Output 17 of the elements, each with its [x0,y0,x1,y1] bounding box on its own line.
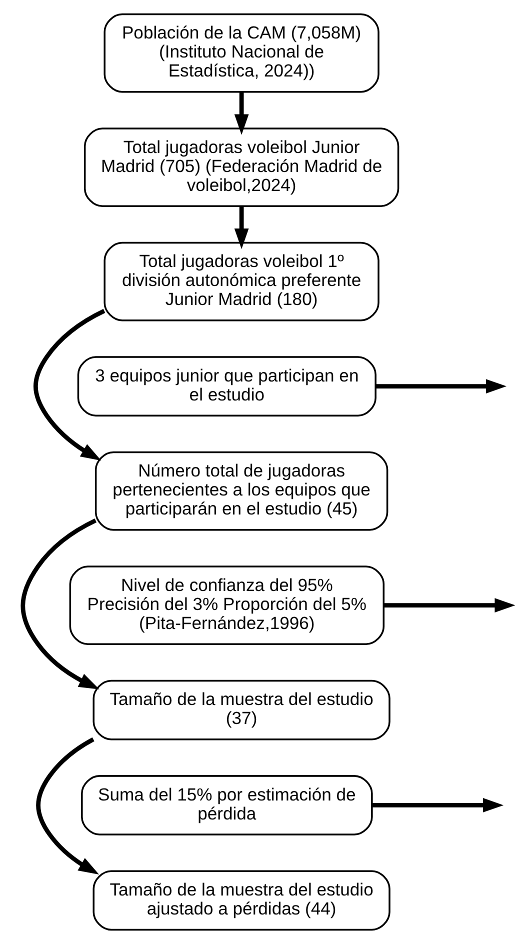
node-box: 3 equipos junior que participan en el estudio [76,356,376,416]
arrow [234,92,248,135]
node-box: Total jugadoras voleibol 1º división autonómica preferente Junior Madrid (180) [103,242,379,322]
node-box: Nivel de confianza del 95% Precisión del 3% Proporción del 5% (Pita-Fernández,1996) [68,566,384,645]
arrow [36,737,99,875]
node-box: Número total de jugadoras pertenecientes a los equipos que participarán en el estudio (45) [94,451,388,531]
arrow [20,518,99,690]
arrow [234,206,248,250]
arrow [371,798,504,812]
node-box: Población de la CAM (7,058M) (Instituto Nacional de Estadística, 2024)) [103,13,379,93]
arrow [375,379,506,394]
arrow [383,598,515,612]
node-box: Suma del 15% por estimación de pérdida [80,775,372,836]
node-box: Total jugadoras voleibol Junior Madrid (705) (Federación Madrid de voleibol,2024) [83,128,399,208]
arrow [32,308,105,461]
node-box: Tamaño de la muestra del estudio (37) [92,680,390,740]
node-box: Tamaño de la muestra del estudio ajustado a pérdidas (44) [92,870,390,931]
